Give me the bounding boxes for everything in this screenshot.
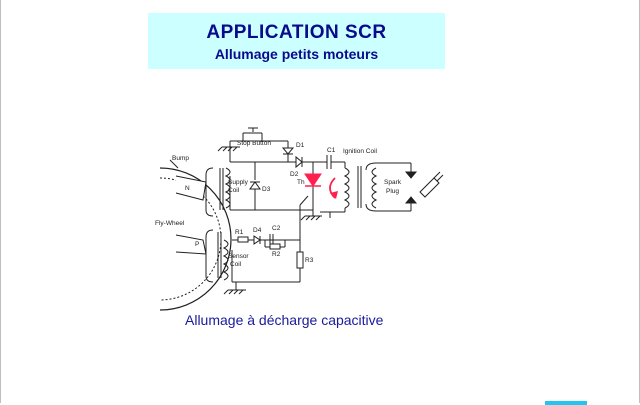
label-stop-button: Stop Button (237, 140, 271, 147)
label-pole-n: N (185, 185, 190, 192)
label-ignition-coil: Ignition Coil (343, 148, 378, 155)
label-th: Th (297, 179, 305, 186)
label-pole-p: P (195, 241, 199, 248)
slide-subtitle: Allumage petits moteurs (214, 46, 379, 62)
label-c1: C1 (327, 147, 336, 154)
flywheel-magnet-n (175, 175, 207, 201)
label-spark-plug-2: Plug (386, 188, 399, 195)
label-d1: D1 (296, 142, 305, 149)
label-supply-coil-1: Supply (228, 179, 249, 186)
bottom-tab-indicator[interactable] (545, 401, 587, 405)
label-r1: R1 (235, 229, 244, 236)
resistor-r2 (269, 243, 281, 250)
label-c2: C2 (272, 225, 281, 232)
sensor-coil (222, 239, 229, 281)
diode-d4 (253, 235, 261, 245)
label-d4: D4 (253, 227, 262, 234)
flywheel-outer (159, 167, 232, 311)
ignition-coil-secondary (371, 167, 378, 209)
label-flywheel: Fly-Wheel (155, 220, 185, 227)
label-spark-plug-1: Spark (384, 179, 402, 186)
title-box: APPLICATION SCR Allumage petits moteurs (148, 13, 445, 69)
diagram-caption: Allumage à décharge capacitive (185, 312, 384, 328)
label-r2: R2 (272, 251, 281, 258)
label-sensor-coil-1: Sensor (228, 253, 249, 260)
label-d3: D3 (262, 186, 271, 193)
resistor-r3 (296, 251, 304, 269)
slide-title: APPLICATION SCR (206, 22, 387, 43)
label-sensor-coil-2: Coil (230, 261, 242, 268)
diode-d3 (249, 181, 261, 190)
resistor-r1 (237, 236, 249, 243)
label-supply-coil-2: Coil (228, 187, 240, 194)
flywheel-magnet-p (175, 234, 207, 255)
ignition-coil-primary (343, 167, 350, 209)
label-bump: Bump (172, 155, 189, 162)
spark-plug-icon (419, 177, 440, 198)
diode-d2 (295, 155, 303, 169)
diode-d1 (281, 147, 295, 155)
scr-thyristor (304, 173, 322, 187)
label-d2: D2 (290, 171, 299, 178)
label-r3: R3 (305, 257, 314, 264)
